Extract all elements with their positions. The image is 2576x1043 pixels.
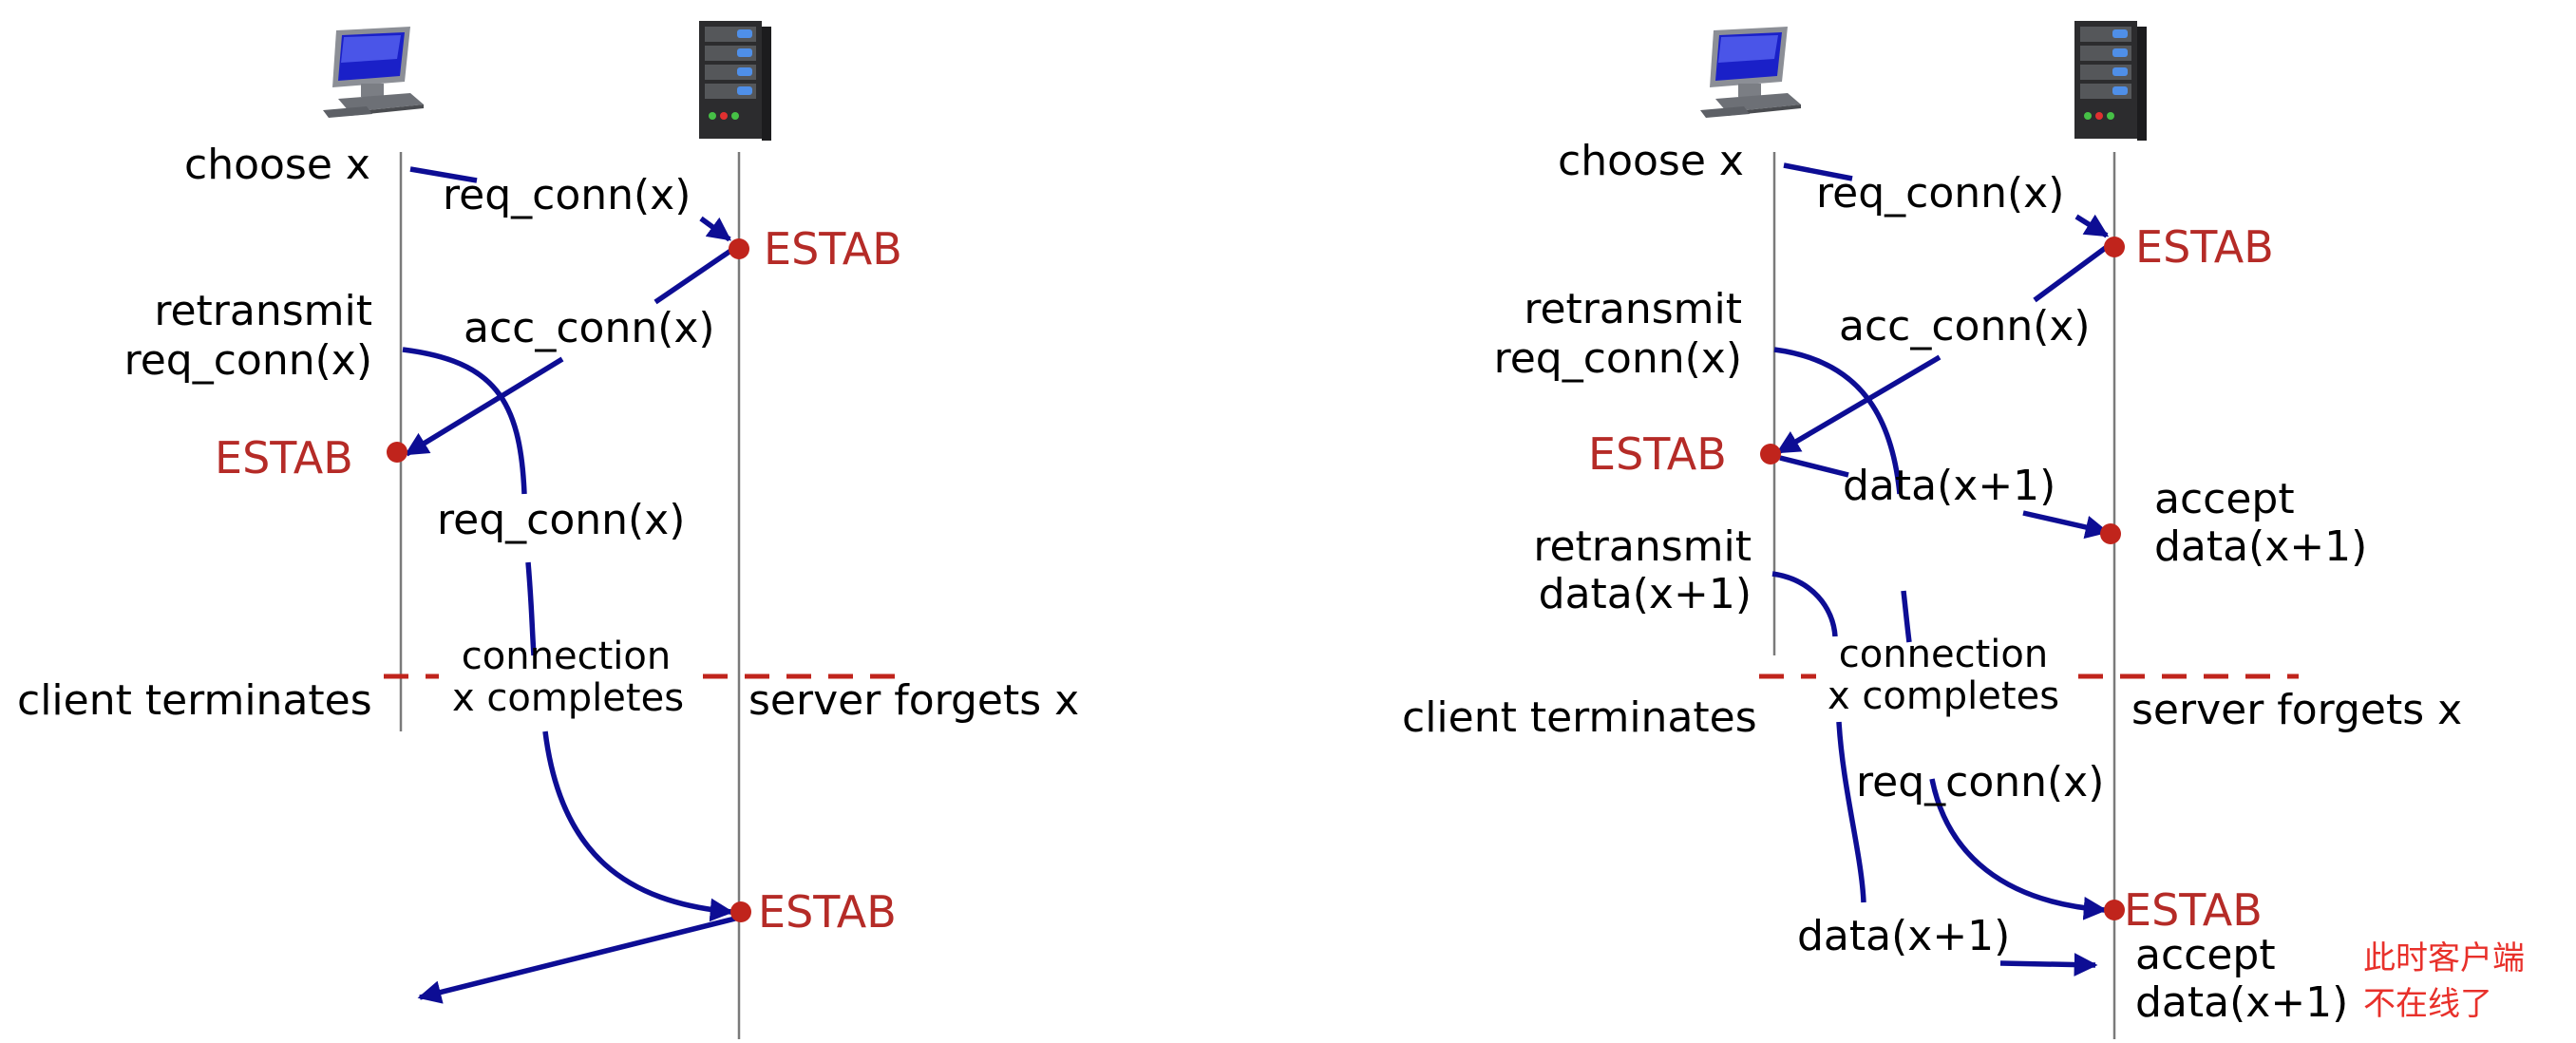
acc-conn-arrow bbox=[404, 356, 564, 457]
client-terminates-label: client terminates bbox=[1402, 693, 1757, 742]
acc-conn-arrow-part1 bbox=[653, 242, 741, 305]
retransmit-req-label: req_conn(x) bbox=[124, 336, 372, 385]
retransmit-curve-bottom bbox=[1929, 778, 2108, 920]
retransmit-curve-top bbox=[1773, 347, 1903, 495]
accept-label: accept bbox=[2154, 475, 2295, 523]
req-conn-label: req_conn(x) bbox=[1856, 758, 2104, 806]
client-terminates-label: client terminates bbox=[17, 676, 372, 725]
accept-data-label: data(x+1) bbox=[2135, 978, 2348, 1027]
accept-dot bbox=[2100, 523, 2121, 544]
estab-dot bbox=[387, 442, 407, 463]
data-label: data(x+1) bbox=[1797, 912, 2010, 960]
retransmit-data-value-label: data(x+1) bbox=[1539, 570, 1752, 618]
server-forgets-label: server forgets x bbox=[748, 676, 1079, 725]
req-conn-label: req_conn(x) bbox=[437, 496, 685, 544]
estab-label: ESTAB bbox=[2124, 884, 2263, 936]
computer-icon bbox=[323, 27, 424, 118]
retransmit-data-curve-top bbox=[1771, 571, 1838, 637]
completes-label: x completes bbox=[452, 676, 684, 720]
req-conn-arrow bbox=[2074, 214, 2110, 238]
right-diagram: choose x req_conn(x) ESTAB retransmit re… bbox=[1402, 21, 2525, 1039]
connection-label: connection bbox=[1839, 633, 2048, 676]
req-conn-arrow bbox=[699, 216, 731, 242]
choose-x-label: choose x bbox=[184, 141, 370, 189]
estab-dot bbox=[2104, 900, 2125, 920]
estab-label: ESTAB bbox=[764, 223, 902, 275]
data-label: data(x+1) bbox=[1843, 462, 2055, 510]
retransmit-curve-mid bbox=[525, 561, 537, 656]
retransmit-label: retransmit bbox=[154, 287, 372, 335]
accept-label: accept bbox=[2135, 931, 2276, 979]
req-conn-arrow-part1 bbox=[409, 166, 478, 183]
req-conn-arrow-part1 bbox=[1783, 162, 1853, 181]
computer-icon bbox=[1700, 27, 1801, 118]
server-icon bbox=[699, 21, 771, 141]
connection-label: connection bbox=[462, 635, 671, 678]
acc-conn-label: acc_conn(x) bbox=[464, 304, 715, 352]
data-arrow bbox=[2022, 510, 2110, 540]
completes-label: x completes bbox=[1828, 674, 2059, 718]
choose-x-label: choose x bbox=[1558, 137, 1744, 185]
retransmit-req-label: req_conn(x) bbox=[1494, 334, 1742, 383]
retransmit-label: retransmit bbox=[1524, 285, 1742, 333]
offline-note-label: 此时客户端 bbox=[2363, 939, 2525, 977]
estab-dot bbox=[2104, 237, 2125, 257]
accept-data-label: data(x+1) bbox=[2154, 522, 2367, 571]
left-diagram: choose x req_conn(x) ESTAB retransmit re… bbox=[17, 21, 1079, 1039]
data-arrow bbox=[1999, 953, 2098, 977]
acc-conn-arrow-part1 bbox=[2033, 238, 2116, 303]
estab-dot bbox=[729, 238, 749, 259]
req-conn-label: req_conn(x) bbox=[443, 171, 691, 219]
data-arrow-part1 bbox=[1779, 455, 1849, 478]
estab-dot bbox=[1760, 444, 1781, 465]
estab-label: ESTAB bbox=[758, 886, 897, 938]
retransmit-curve-top bbox=[402, 347, 527, 495]
estab-label: ESTAB bbox=[1588, 428, 1727, 480]
req-conn-label: req_conn(x) bbox=[1816, 169, 2064, 218]
estab-label: ESTAB bbox=[2135, 221, 2274, 273]
retransmit-curve-bottom bbox=[542, 730, 734, 922]
retransmit-data-label: retransmit bbox=[1533, 522, 1752, 571]
reply-arrow bbox=[417, 915, 740, 1004]
offline-note-label: 不在线了 bbox=[2363, 985, 2492, 1023]
estab-dot bbox=[730, 901, 751, 922]
acc-conn-arrow bbox=[1775, 354, 1941, 455]
server-forgets-label: server forgets x bbox=[2131, 686, 2462, 734]
retransmit-data-curve-bottom bbox=[1836, 721, 1866, 903]
estab-label: ESTAB bbox=[215, 432, 353, 484]
acc-conn-label: acc_conn(x) bbox=[1839, 302, 2091, 351]
retransmit-curve-mid bbox=[1901, 590, 1912, 643]
server-icon bbox=[2074, 21, 2147, 141]
